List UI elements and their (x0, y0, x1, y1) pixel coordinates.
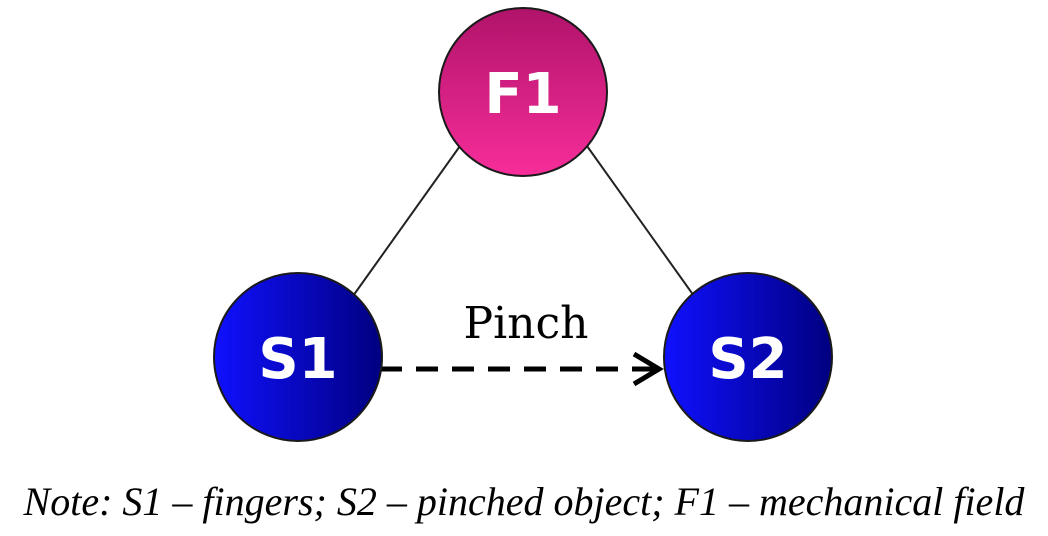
node-s1-circle (213, 272, 383, 442)
figure-note: Note: S1 – fingers; S2 – pinched object;… (23, 479, 1025, 524)
node-f1-circle (438, 7, 608, 177)
node-s2: S2 (663, 272, 833, 442)
node-s2-circle (663, 272, 833, 442)
pinch-label: Pinch (464, 298, 589, 349)
node-f1: F1 (438, 7, 608, 177)
node-s2-label: S2 (708, 327, 787, 392)
node-f1-label: F1 (484, 62, 561, 127)
edge-f1-s1 (352, 145, 461, 297)
pinch-arrowhead (632, 351, 664, 387)
node-s1: S1 (213, 272, 383, 442)
node-s1-label: S1 (258, 327, 337, 392)
edge-f1-s2 (586, 145, 695, 297)
